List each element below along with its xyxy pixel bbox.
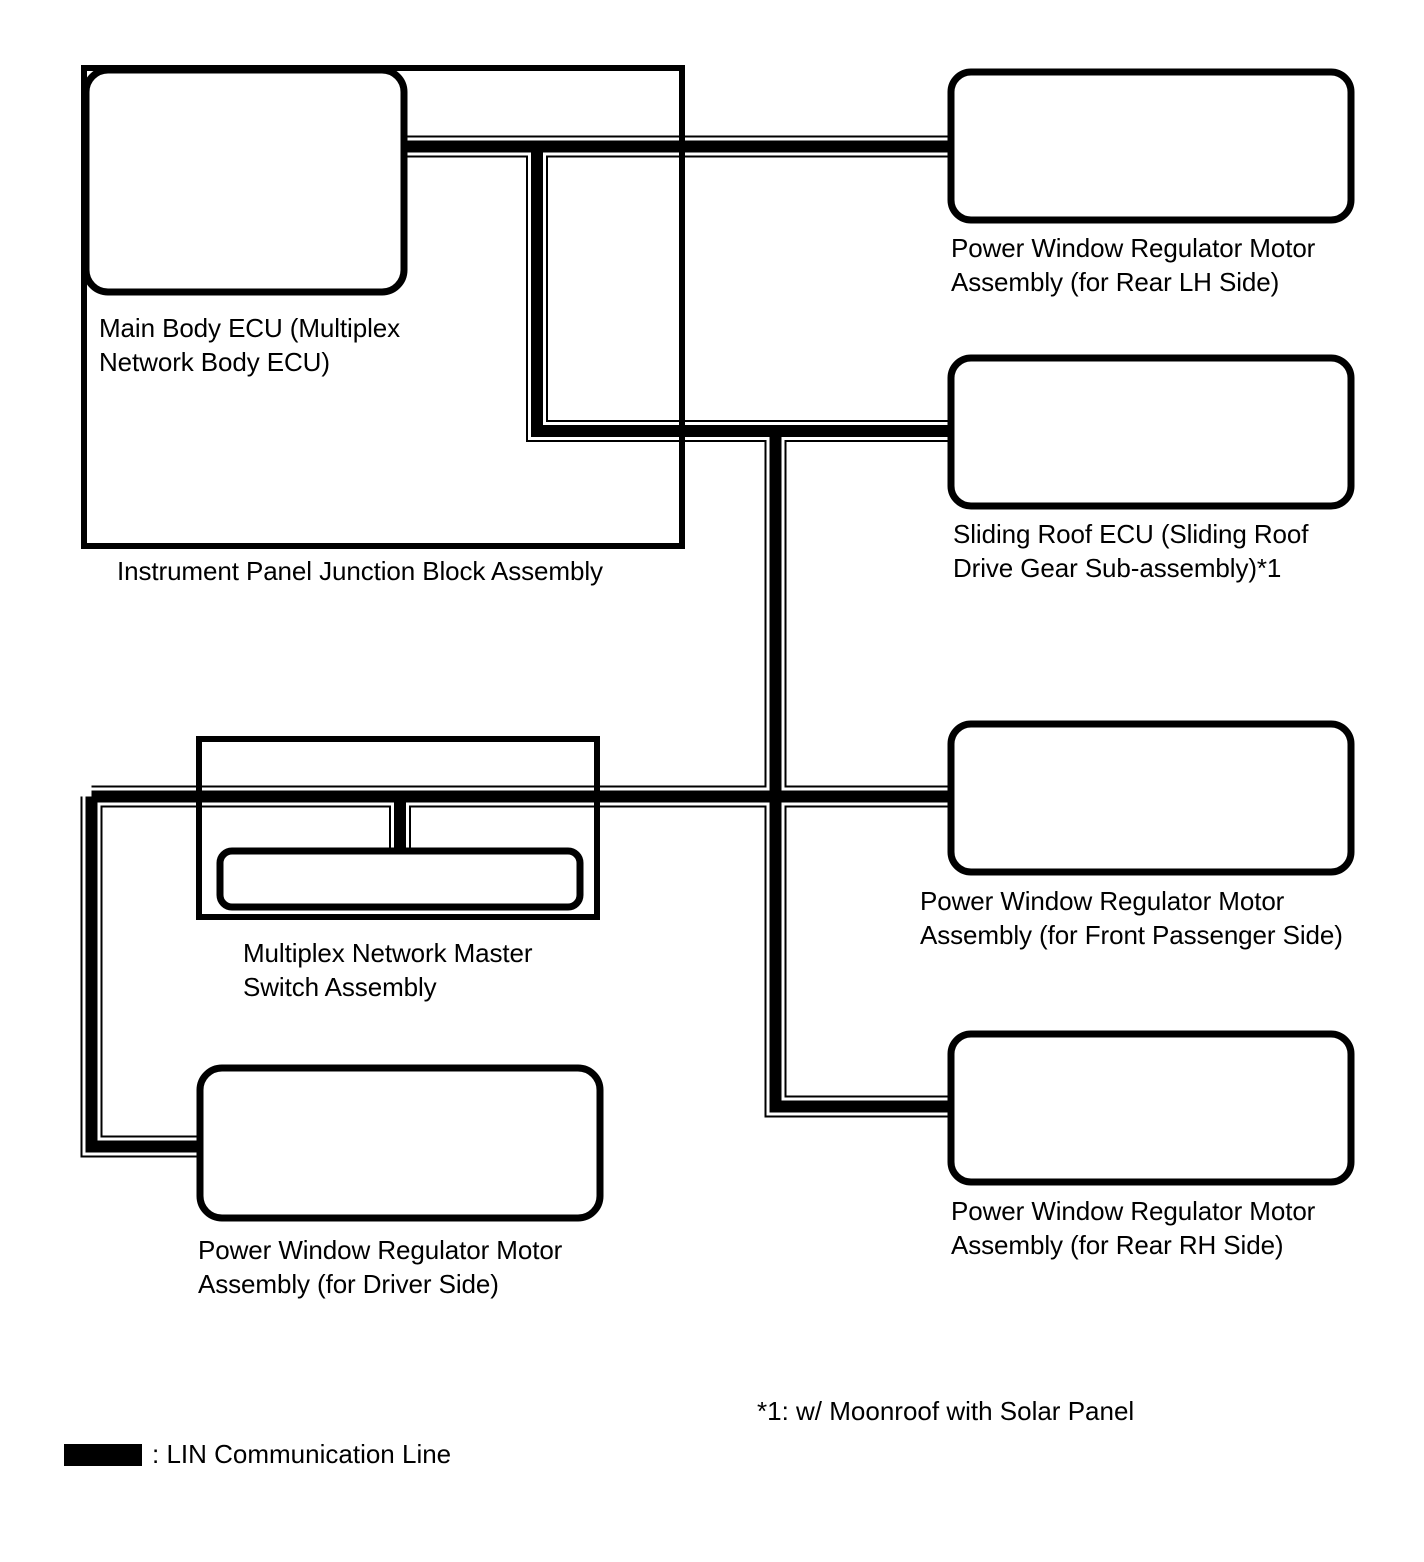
pw-motor-driver-box [196, 1064, 604, 1222]
pw-motor-front-passenger-box [947, 720, 1355, 876]
legend-label: : LIN Communication Line [152, 1439, 452, 1469]
pw-motor-rear-lh-box [947, 68, 1355, 224]
sliding-roof-ecu-label: Sliding Roof ECU (Sliding Roof Drive Gea… [953, 519, 1309, 583]
footnote-moonroof: *1: w/ Moonroof with Solar Panel [757, 1396, 1135, 1426]
multiplex-network-master-switch-outer-box [196, 736, 600, 920]
pw-motor-rear-rh-label: Power Window Regulator Motor Assembly (f… [951, 1196, 1316, 1260]
lin-bus-upper [80, 135, 951, 1158]
pw-motor-rear-lh-label: Power Window Regulator Motor Assembly (f… [951, 233, 1316, 297]
pw-motor-driver-label: Power Window Regulator Motor Assembly (f… [198, 1235, 563, 1299]
lin-communication-line-swatch [64, 1444, 142, 1466]
multiplex-network-master-switch-inner-box [216, 847, 584, 911]
multiplex-network-master-switch-label: Multiplex Network Master Switch Assembly [243, 938, 533, 1002]
pw-motor-rear-rh-box [947, 1030, 1355, 1186]
main-body-ecu-box [82, 66, 408, 296]
main-body-ecu-label: Main Body ECU (Multiplex Network Body EC… [99, 313, 401, 377]
sliding-roof-ecu-box [947, 354, 1355, 510]
pw-motor-front-passenger-label: Power Window Regulator Motor Assembly (f… [920, 886, 1343, 950]
instrument-panel-junction-block-label: Instrument Panel Junction Block Assembly [117, 556, 603, 586]
